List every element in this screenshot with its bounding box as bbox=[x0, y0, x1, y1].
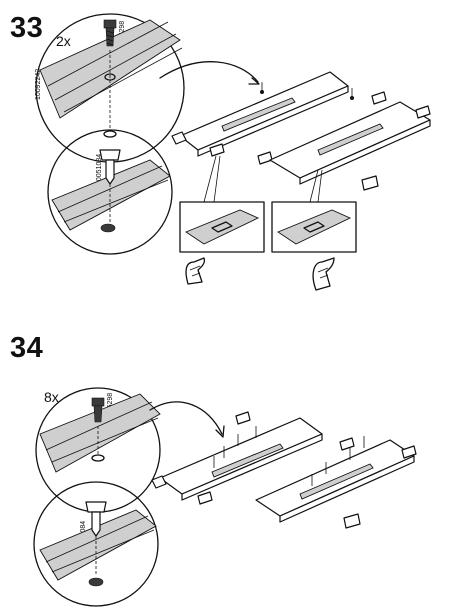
right-hand-icon bbox=[312, 257, 335, 291]
screw-shaft-icon bbox=[93, 405, 103, 423]
screw-detail-circle bbox=[35, 387, 161, 513]
screw-detail-circle bbox=[35, 13, 185, 163]
dowel-detail-circle bbox=[47, 129, 173, 255]
alignment-detail-right bbox=[271, 201, 357, 253]
left-hand-icon bbox=[185, 257, 206, 285]
left-panel bbox=[151, 411, 323, 505]
dowel-head-icon bbox=[99, 149, 121, 161]
screw-quantity: 8x bbox=[44, 389, 59, 405]
step-34: 34 8x 10075298 10051084 bbox=[0, 322, 456, 609]
step-number: 34 bbox=[10, 332, 44, 364]
screw-head-icon bbox=[91, 397, 105, 407]
alignment-detail-left bbox=[179, 201, 265, 253]
dowel-body-icon bbox=[91, 511, 101, 537]
step-34-illustration bbox=[33, 387, 417, 607]
detail-arrow bbox=[149, 401, 223, 435]
right-panel bbox=[255, 436, 417, 529]
right-panel bbox=[269, 88, 431, 191]
step-33: 33 2x 10075298 10092242 10051084 bbox=[0, 0, 456, 300]
detail-arrow bbox=[159, 61, 259, 83]
dowel-body-icon bbox=[105, 159, 115, 185]
screw-head-icon bbox=[103, 19, 117, 29]
step-33-illustration bbox=[35, 13, 431, 291]
dowel-head-icon bbox=[85, 501, 107, 513]
dowel-detail-circle bbox=[33, 481, 159, 607]
step-number: 33 bbox=[10, 12, 44, 44]
screw-quantity: 2x bbox=[56, 33, 71, 49]
left-panel bbox=[171, 71, 349, 165]
